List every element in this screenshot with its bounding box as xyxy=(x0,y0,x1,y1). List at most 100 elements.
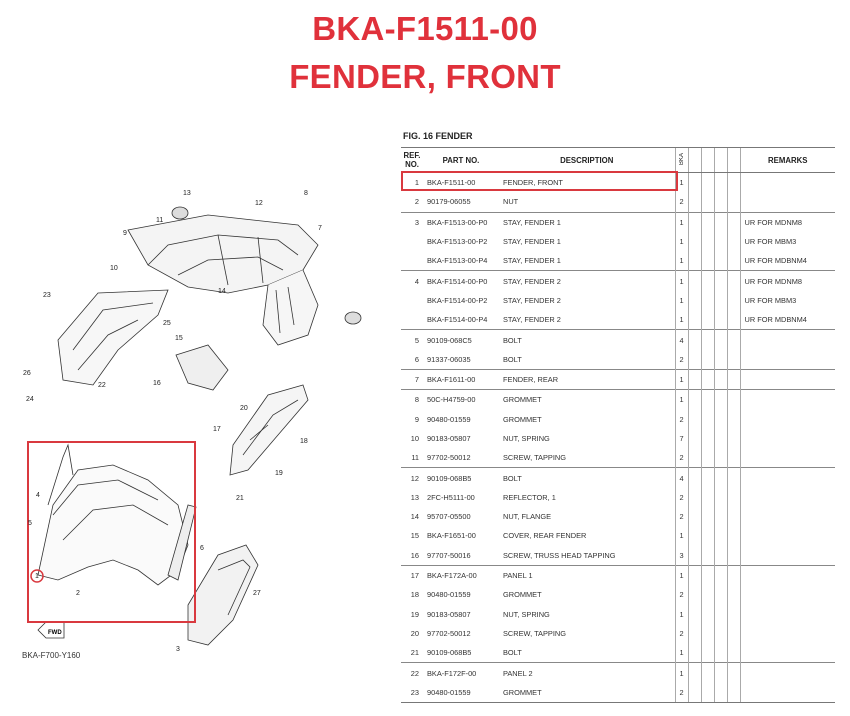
ref-number: 20 xyxy=(410,628,419,638)
callout-23: 23 xyxy=(43,292,51,299)
callout-7: 7 xyxy=(318,225,322,232)
model-col xyxy=(713,604,727,624)
model-col xyxy=(726,682,740,704)
quantity: 1 xyxy=(674,662,688,683)
ref-number xyxy=(401,251,423,271)
model-col xyxy=(687,564,701,586)
part-number: BKA-F1611-00 xyxy=(423,368,499,390)
model-col xyxy=(713,507,727,527)
model-col xyxy=(726,507,740,527)
callout-11: 11 xyxy=(156,217,163,224)
model-col xyxy=(713,310,727,330)
model-col xyxy=(713,526,727,546)
model-col xyxy=(700,448,714,468)
model-col xyxy=(687,329,701,350)
header-remarks: REMARKS xyxy=(739,147,835,173)
header-model: BKA xyxy=(674,147,688,173)
model-col xyxy=(700,643,714,663)
model-col xyxy=(713,211,727,232)
part-number: BKA-F1651-00 xyxy=(427,531,476,541)
description: STAY, FENDER 2 xyxy=(499,270,675,291)
part-number: 50C-H4759-00 xyxy=(423,389,499,410)
part-name-title: FENDER, FRONT xyxy=(289,58,561,95)
model-col xyxy=(687,192,701,213)
table-row: 21 90109-068B5 BOLT 1 xyxy=(401,643,835,663)
model-col xyxy=(687,467,701,488)
quantity: 1 xyxy=(674,604,688,624)
quantity: 4 xyxy=(674,467,688,488)
parts-table: REF.NO. PART NO. DESCRIPTION BKA REMARKS… xyxy=(401,147,835,704)
remarks xyxy=(739,389,835,410)
model-col xyxy=(713,448,727,468)
model-col xyxy=(713,389,727,410)
description: PANEL 1 xyxy=(499,564,675,586)
model-col xyxy=(700,604,714,624)
description: STAY, FENDER 2 xyxy=(503,315,561,325)
callout-5: 5 xyxy=(28,520,32,527)
part-number: 90179-06055 xyxy=(427,197,471,207)
part-number: 97702-50012 xyxy=(427,453,471,463)
quantity: 2 xyxy=(674,192,688,213)
remarks xyxy=(739,368,835,390)
description: SCREW, TAPPING xyxy=(503,453,566,463)
model-col xyxy=(700,251,714,271)
model-col xyxy=(713,290,727,311)
model-col xyxy=(726,448,740,468)
model-col xyxy=(726,310,740,330)
model-col xyxy=(700,329,714,350)
model-col xyxy=(700,211,714,232)
model-col xyxy=(726,585,740,605)
ref-number: 23 xyxy=(401,682,423,704)
model-col xyxy=(687,604,701,624)
callout-20: 20 xyxy=(240,405,248,412)
ref-number: 15 xyxy=(410,531,419,541)
remarks: UR FOR MDBNM4 xyxy=(739,310,835,330)
model-col xyxy=(726,487,740,508)
description: SCREW, TAPPING xyxy=(503,628,566,638)
description: FENDER, REAR xyxy=(499,368,675,390)
header-part-no: PART NO. xyxy=(423,147,499,173)
quantity: 1 xyxy=(674,251,688,271)
part-code-title: BKA-F1511-00 xyxy=(312,10,538,47)
quantity: 1 xyxy=(674,211,688,232)
quantity: 1 xyxy=(674,643,688,663)
remarks: UR FOR MBM3 xyxy=(739,231,835,252)
model-col xyxy=(700,231,714,252)
callout-6: 6 xyxy=(200,545,204,552)
ref-number: 21 xyxy=(410,648,419,658)
model-col xyxy=(713,682,727,704)
exploded-parts-diagram: FWD 123456789101112131415161718192021222… xyxy=(23,190,362,653)
model-col xyxy=(700,662,714,683)
description: BOLT xyxy=(503,648,522,658)
part-number: 90109-068B5 xyxy=(427,648,472,658)
quantity: 1 xyxy=(674,310,688,330)
model-col xyxy=(700,310,714,330)
model-col xyxy=(687,251,701,271)
quantity: 1 xyxy=(674,389,688,410)
model-col xyxy=(726,192,740,213)
remarks: UR FOR MDNM8 xyxy=(739,211,835,232)
remarks xyxy=(739,192,835,213)
model-col xyxy=(700,428,714,449)
description: GROMMET xyxy=(503,590,542,600)
part-number: BKA-F1511-00 xyxy=(423,172,499,193)
model-col xyxy=(687,545,701,566)
quantity: 1 xyxy=(674,368,688,390)
model-col xyxy=(713,643,727,663)
quantity: 2 xyxy=(674,585,688,605)
quantity: 2 xyxy=(674,487,688,508)
model-col xyxy=(713,545,727,566)
model-col xyxy=(726,290,740,311)
part-number: BKA-F1514-00-P2 xyxy=(427,295,488,305)
model-col xyxy=(726,428,740,449)
model-col xyxy=(700,467,714,488)
